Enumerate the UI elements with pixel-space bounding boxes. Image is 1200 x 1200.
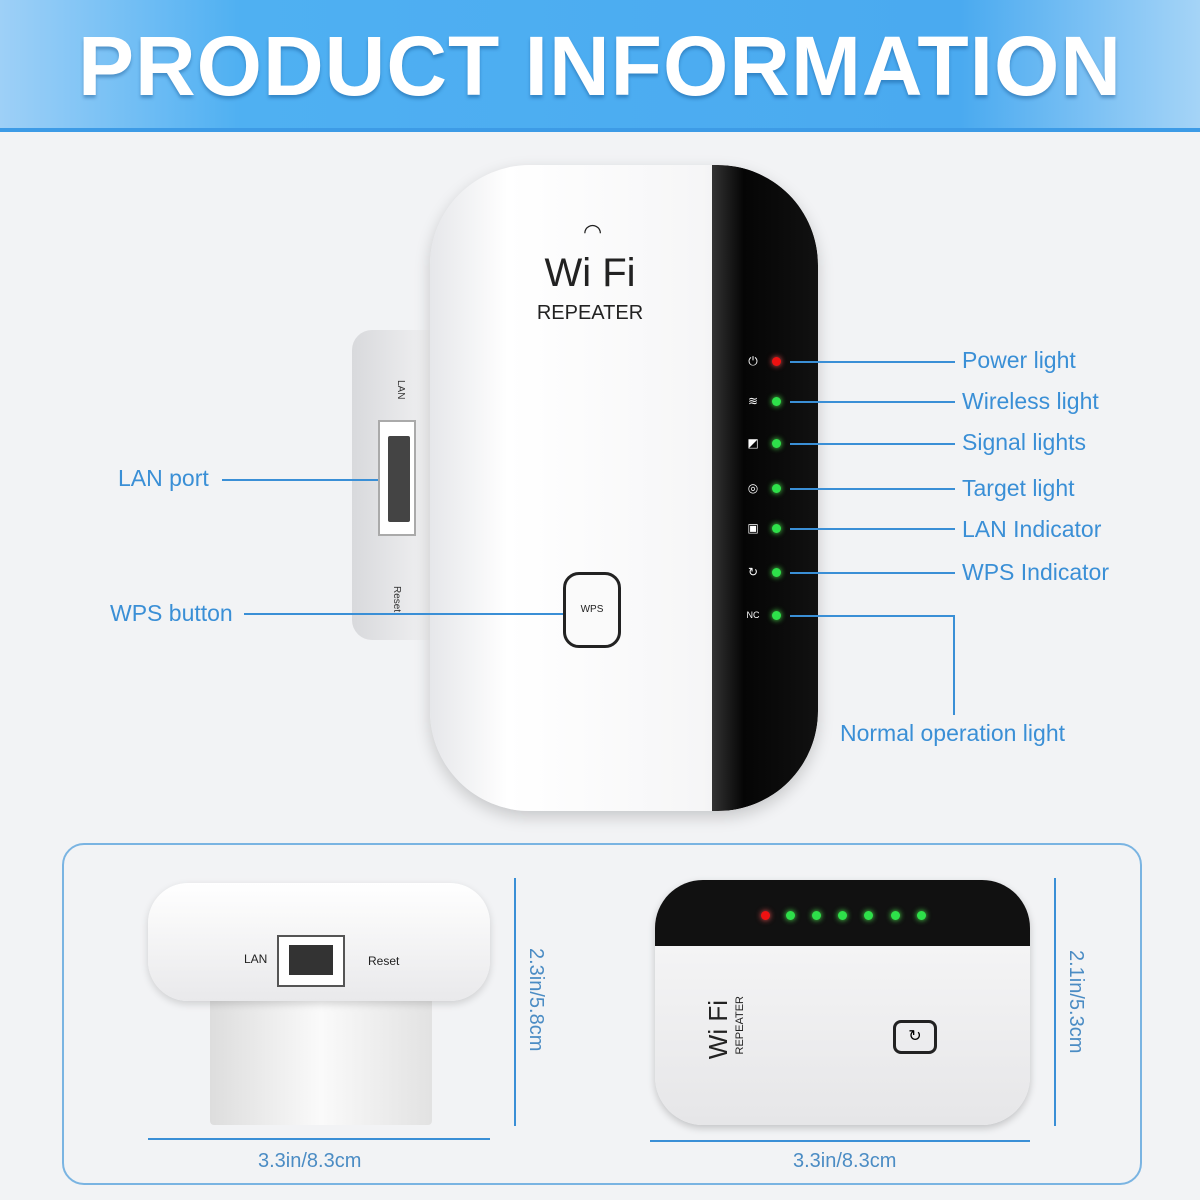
- front-led: [786, 911, 795, 920]
- normal-icon: NC: [746, 610, 760, 620]
- front-wps-button[interactable]: ↻: [893, 1020, 937, 1054]
- side-view-plug: [210, 990, 432, 1125]
- callout-normal-operation-light: Normal operation light: [840, 720, 1066, 746]
- callout-power-light: Power light: [962, 347, 1076, 373]
- callout-lan-port: LAN port: [118, 465, 209, 491]
- callout-line: [790, 488, 955, 490]
- front-view-width: 3.3in/8.3cm: [793, 1150, 897, 1172]
- callout-lan-indicator: LAN Indicator: [962, 516, 1102, 542]
- repeater-label: REPEATER: [536, 302, 644, 324]
- front-view-height: 2.1in/5.3cm: [1065, 950, 1087, 1054]
- height-arrow: [1054, 878, 1056, 1126]
- page-title: PRODUCT INFORMATION: [77, 19, 1123, 113]
- callout-target-light: Target light: [962, 475, 1075, 501]
- front-power-led: [761, 911, 770, 920]
- height-arrow: [514, 878, 516, 1126]
- signal-icon: ◩: [747, 436, 759, 450]
- callout-line: [244, 613, 563, 615]
- dimensions-panel: [62, 843, 1142, 1185]
- callout-line: [790, 615, 955, 617]
- width-arrow: [148, 1138, 490, 1140]
- lan-led: [772, 524, 781, 533]
- side-view-lan-port: [277, 935, 345, 987]
- wifi-logo: Wi Fi: [544, 251, 636, 295]
- wifi-signal-icon: ◠: [583, 219, 603, 244]
- callout-line: [953, 615, 955, 715]
- wps-icon: ↻: [747, 565, 759, 579]
- front-repeater-label: REPEATER: [734, 996, 746, 1055]
- callout-line: [790, 401, 955, 403]
- front-led: [917, 911, 926, 920]
- signal-led: [772, 439, 781, 448]
- callout-line: [790, 443, 955, 445]
- side-view-lan-label: LAN: [244, 952, 268, 966]
- front-led: [838, 911, 847, 920]
- callout-wps-button: WPS button: [110, 600, 233, 626]
- side-view-width: 3.3in/8.3cm: [258, 1150, 362, 1172]
- wps-led: [772, 568, 781, 577]
- wireless-icon: ≋: [747, 394, 759, 408]
- target-led: [772, 484, 781, 493]
- callout-wps-indicator: WPS Indicator: [962, 559, 1109, 585]
- callout-line: [222, 479, 378, 481]
- callout-line: [790, 361, 955, 363]
- width-arrow: [650, 1140, 1030, 1142]
- side-view-reset-label: Reset: [368, 954, 400, 968]
- device-body: [430, 165, 818, 811]
- lan-port: [378, 420, 416, 536]
- front-led: [864, 911, 873, 920]
- callout-line: [790, 528, 955, 530]
- target-icon: ◎: [747, 481, 759, 495]
- reset-label: Reset: [391, 586, 402, 613]
- normal-led: [772, 611, 781, 620]
- power-led: [772, 357, 781, 366]
- front-led: [812, 911, 821, 920]
- power-icon: ⏻: [748, 354, 758, 368]
- header-banner: [0, 0, 1200, 132]
- front-led: [891, 911, 900, 920]
- side-view-height: 2.3in/5.8cm: [525, 948, 547, 1052]
- callout-signal-lights: Signal lights: [962, 429, 1087, 455]
- wireless-led: [772, 397, 781, 406]
- callout-line: [790, 572, 955, 574]
- lan-icon: ▣: [747, 521, 759, 535]
- callout-wireless-light: Wireless light: [962, 388, 1099, 414]
- front-wifi-logo: Wi Fi: [703, 1000, 733, 1060]
- lan-port-label: LAN: [395, 380, 406, 400]
- front-view-device: [655, 880, 1030, 1125]
- wps-button[interactable]: WPS: [563, 572, 621, 648]
